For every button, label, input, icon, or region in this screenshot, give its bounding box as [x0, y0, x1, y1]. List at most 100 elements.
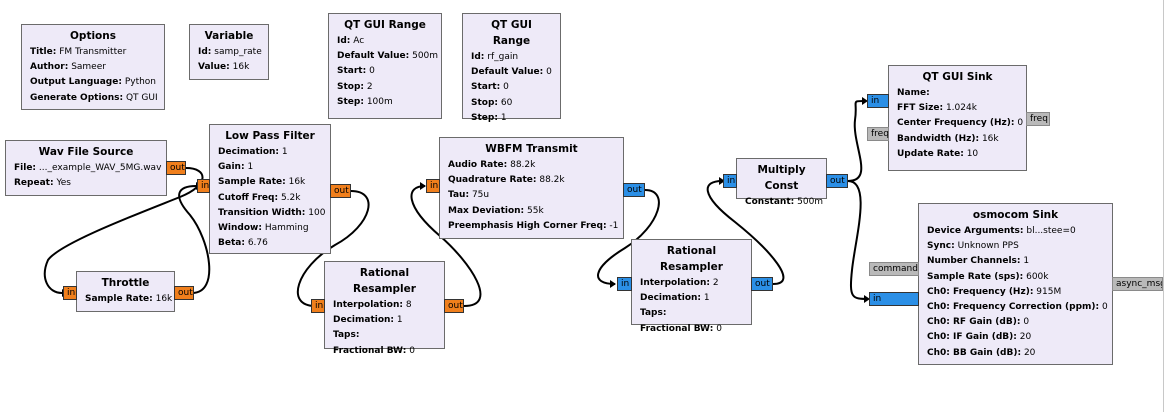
- param-value: Sameer: [71, 62, 106, 73]
- qtsink-in-port[interactable]: in: [867, 94, 889, 108]
- param-label: Value:: [198, 62, 230, 73]
- param-label: Default Value:: [471, 67, 544, 78]
- param-value: 0: [546, 67, 552, 78]
- block-param-row: Start: 0: [471, 80, 552, 95]
- param-label: Ch0: IF Gain (dB):: [927, 332, 1017, 343]
- param-label: Ch0: BB Gain (dB):: [927, 347, 1022, 358]
- wbfm-out-port[interactable]: out: [623, 183, 645, 197]
- block-param-row: Fractional BW: 0: [640, 322, 743, 337]
- param-label: Window:: [218, 223, 262, 234]
- param-value: 0: [1102, 302, 1108, 313]
- block-param-row: Interpolation: 2: [640, 276, 743, 291]
- param-value: 88.2k: [539, 175, 565, 186]
- wbfm-in-port[interactable]: in: [426, 179, 440, 193]
- param-label: Start:: [471, 82, 501, 93]
- param-label: Author:: [30, 62, 69, 73]
- osmo-command-port[interactable]: command: [869, 262, 919, 276]
- block-title: Variable: [204, 30, 254, 42]
- wav-out-port[interactable]: out: [166, 161, 186, 175]
- block-param-row: Bandwidth (Hz): 16k: [897, 132, 1018, 147]
- throttle-in-port[interactable]: in: [63, 286, 77, 300]
- block-param-row: Ch0: IF Gain (dB): 20: [927, 330, 1104, 345]
- resamp1-in-port[interactable]: in: [311, 299, 325, 313]
- param-value: Yes: [56, 178, 71, 189]
- block-param-row: Ch0: BB Gain (dB): 20: [927, 346, 1104, 361]
- param-value: 1: [396, 315, 403, 326]
- block-param-row: Number Channels: 1: [927, 254, 1104, 269]
- param-value: 60: [500, 97, 513, 108]
- wire-throttle-to-lpf: [178, 185, 211, 294]
- param-label: Gain:: [218, 162, 245, 173]
- block-title: Throttle: [101, 277, 150, 289]
- param-label: Audio Rate:: [448, 160, 508, 170]
- param-label: Stop:: [471, 97, 499, 108]
- qtsink-freq-out-port[interactable]: freq: [1026, 112, 1050, 126]
- param-value: 0: [503, 82, 509, 93]
- param-value: 55k: [527, 205, 544, 216]
- block-title: Options: [70, 30, 116, 42]
- param-value: QT GUI: [125, 92, 158, 103]
- param-label: File:: [14, 163, 37, 173]
- block-param-row: Title: FM Transmitter: [30, 45, 156, 60]
- block-param-row: Cutoff Freq: 5.2k: [218, 191, 322, 206]
- lpf-out-port[interactable]: out: [330, 184, 351, 198]
- param-value: 0: [369, 66, 375, 77]
- block-title: WBFM Transmit: [485, 143, 578, 155]
- param-value: 8: [405, 300, 412, 310]
- param-value: 0: [1017, 118, 1024, 129]
- block-param-row: Taps:: [333, 328, 436, 343]
- block-param-row: Decimation: 1: [640, 291, 743, 306]
- param-value: 915M: [1036, 286, 1062, 297]
- param-label: Max Deviation:: [448, 205, 525, 216]
- qtsink-freq-in-port[interactable]: freq: [867, 127, 889, 141]
- mult-in-port[interactable]: in: [723, 174, 737, 188]
- lpf-in-port[interactable]: in: [197, 179, 210, 193]
- block-title: Wav File Source: [38, 146, 134, 158]
- osmo-in-port[interactable]: in: [869, 292, 919, 306]
- block-param-row: Audio Rate: 88.2k: [448, 158, 615, 173]
- param-label: Decimation:: [640, 293, 702, 304]
- param-value: 20: [1019, 332, 1032, 343]
- param-label: Interpolation:: [640, 278, 710, 288]
- osmo-async-msgs-port[interactable]: async_msgs: [1112, 277, 1163, 291]
- block-param-row: Sync: Unknown PPS: [927, 239, 1104, 254]
- param-label: Ch0: Frequency Correction (ppm):: [927, 302, 1100, 313]
- resamp2-out-port[interactable]: out: [751, 277, 773, 291]
- param-label: Interpolation:: [333, 300, 403, 310]
- block-param-row: Name:: [897, 86, 1018, 101]
- block-param-row: Device Arguments: bl...stee=0: [927, 224, 1104, 239]
- resamp1-out-port[interactable]: out: [444, 299, 464, 313]
- block-param-row: Sample Rate: 16k: [85, 292, 172, 307]
- param-label: Cutoff Freq:: [218, 192, 279, 203]
- mult-out-port[interactable]: out: [826, 174, 848, 188]
- param-value: samp_rate: [214, 47, 262, 57]
- param-value: 1: [1023, 256, 1030, 267]
- block-param-row: Step: 1: [471, 111, 552, 126]
- param-label: Update Rate:: [897, 148, 964, 159]
- resamp2-in-port[interactable]: in: [617, 277, 632, 291]
- param-label: Id:: [337, 36, 351, 46]
- block-param-row: Id: samp_rate: [198, 45, 262, 60]
- throttle-out-port[interactable]: out: [174, 286, 194, 300]
- param-label: Repeat:: [14, 178, 54, 189]
- block-param-row: Default Value: 0: [471, 65, 552, 80]
- block-param-row: Ch0: Frequency (Hz): 915M: [927, 285, 1104, 300]
- param-value: 16k: [981, 133, 999, 144]
- canvas-right-edge: [1163, 0, 1164, 412]
- param-value: 0: [409, 345, 415, 356]
- param-value: 75u: [471, 190, 490, 201]
